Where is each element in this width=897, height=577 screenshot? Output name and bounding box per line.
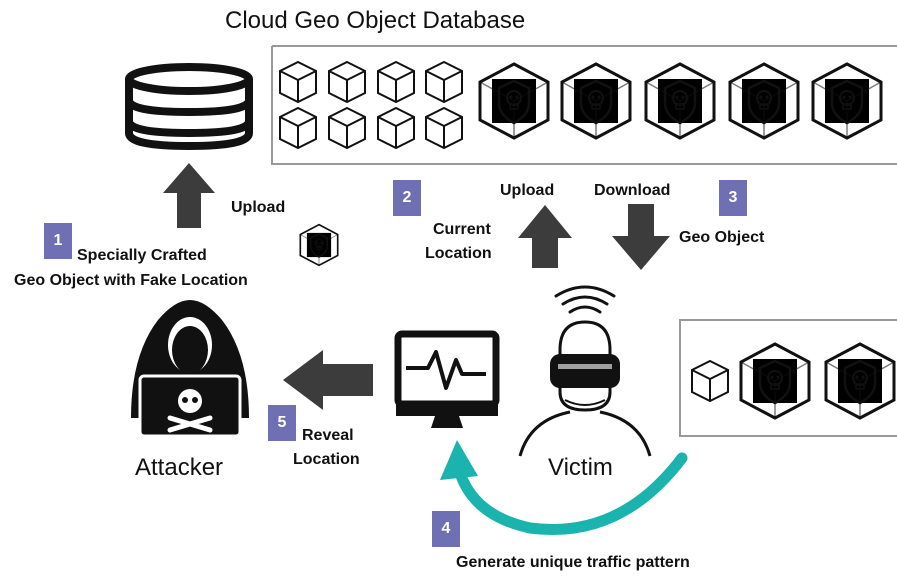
upload-left-label: Upload — [231, 199, 286, 216]
download-arrow — [612, 204, 670, 270]
upload-mid-label: Upload — [500, 182, 555, 199]
database-frame — [271, 45, 897, 165]
step-badge-2: 2 — [393, 180, 421, 216]
reveal-label-line2: Location — [293, 451, 360, 468]
attacker-label: Attacker — [135, 454, 224, 481]
shield-skull-icon-red-1 — [478, 62, 550, 140]
shield-skull-icon-green-1 — [728, 62, 800, 140]
monitor-icon — [394, 330, 500, 428]
shield-skull-icon-green-2 — [811, 62, 883, 140]
shield-skull-icon-green-victim — [739, 342, 811, 420]
cube-icon-grid — [279, 61, 463, 149]
shield-skull-icon-red-victim — [824, 342, 896, 420]
reveal-arrow — [283, 350, 373, 410]
download-label: Download — [594, 182, 671, 199]
vr-headset-user-icon — [518, 285, 652, 457]
hacker-icon — [131, 300, 249, 438]
shield-skull-icon-red-3 — [644, 62, 716, 140]
crafted-label-line1: Specially Crafted — [77, 247, 207, 264]
diagram-title: Cloud Geo Object Database — [225, 7, 526, 34]
geo-object-label: Geo Object — [679, 229, 765, 246]
upload-arrow-left — [163, 163, 215, 228]
victim-label: Victim — [548, 454, 613, 481]
step-badge-1: 1 — [44, 223, 72, 259]
step-badge-4: 4 — [432, 511, 460, 547]
victim-cache-frame — [679, 319, 897, 437]
upload-arrow-mid — [518, 205, 572, 268]
step-badge-5: 5 — [268, 405, 296, 441]
database-icon — [125, 63, 253, 151]
crafted-label-line2: Geo Object with Fake Location — [14, 272, 248, 289]
reveal-label-line1: Reveal — [302, 427, 354, 444]
current-label-line1: Current — [433, 221, 491, 238]
step-badge-3: 3 — [719, 180, 747, 216]
traffic-label: Generate unique traffic pattern — [456, 554, 690, 571]
current-label-line2: Location — [425, 245, 492, 262]
shield-skull-icon-red-2 — [560, 62, 632, 140]
shield-skull-icon-crafted — [299, 223, 339, 267]
traffic-curve-arrowhead — [440, 440, 478, 480]
traffic-curve-arrow — [452, 452, 688, 536]
